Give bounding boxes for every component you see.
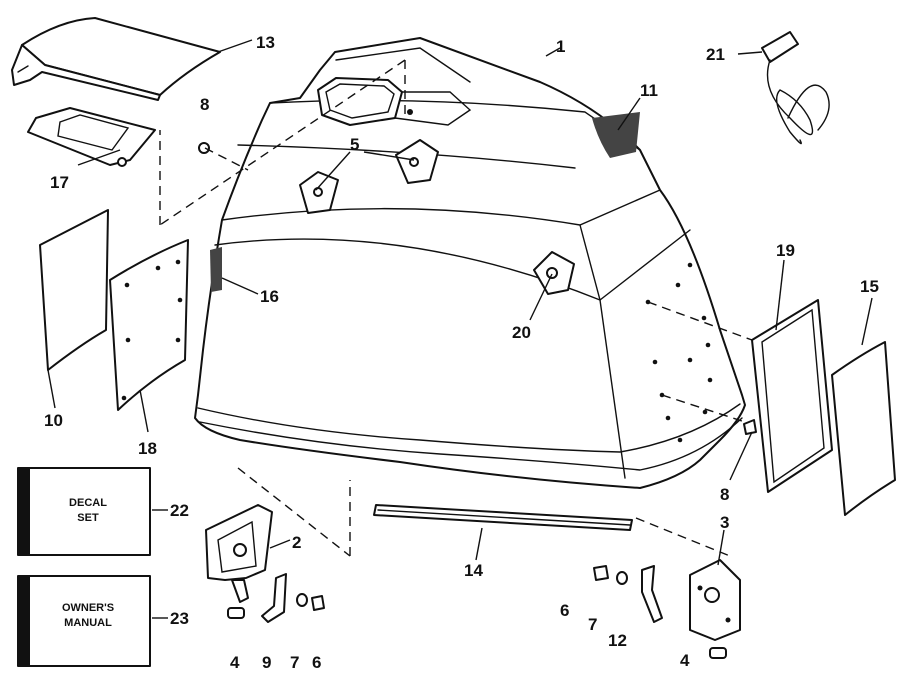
- strap-9: [261, 573, 287, 623]
- intake-cover-13: [11, 17, 221, 101]
- decal-15: [831, 341, 896, 516]
- decal-box-line2: SET: [77, 512, 99, 524]
- alignment-lines: [159, 59, 753, 557]
- callout-22: 22: [170, 501, 189, 520]
- callout-18: 18: [138, 439, 157, 458]
- callout-3: 3: [720, 513, 729, 532]
- callout-7b: 7: [290, 653, 299, 672]
- callout-14: 14: [464, 561, 483, 580]
- clip-grommets: [299, 139, 439, 214]
- bracket-2: [205, 504, 273, 603]
- decal-10: [39, 209, 109, 371]
- manual-box-line1: OWNER'S: [62, 602, 114, 614]
- callout-labels: 1 2 3 4 4 5 6 6 7 7 8 8 9 10 11 12 13 14…: [44, 33, 879, 672]
- callout-6b: 6: [312, 653, 321, 672]
- decal-set-box: [17, 467, 151, 556]
- bracket-3: [689, 559, 741, 641]
- callout-8a: 8: [200, 95, 209, 114]
- grommet-20: [533, 251, 575, 295]
- motor-cover: [194, 37, 746, 489]
- leader-lines: [47, 39, 873, 619]
- callout-16: 16: [260, 287, 279, 306]
- manual-box-line2: MANUAL: [64, 617, 112, 629]
- box-labels: DECAL SET OWNER'S MANUAL: [62, 497, 114, 629]
- callout-23: 23: [170, 609, 189, 628]
- hardware: [198, 142, 757, 659]
- panel-18: [109, 239, 189, 411]
- strap-12: [641, 565, 663, 623]
- callout-21: 21: [706, 45, 725, 64]
- wire-21: [761, 31, 830, 145]
- strip-14: [373, 504, 633, 531]
- frame-19: [751, 299, 833, 493]
- callout-6a: 6: [560, 601, 569, 620]
- callout-4b: 4: [680, 651, 690, 670]
- callout-17: 17: [50, 173, 69, 192]
- callout-19: 19: [776, 241, 795, 260]
- callout-20: 20: [512, 323, 531, 342]
- callout-1: 1: [556, 37, 565, 56]
- callout-7a: 7: [588, 615, 597, 634]
- callout-4a: 4: [230, 653, 240, 672]
- callout-12: 12: [608, 631, 627, 650]
- callout-10: 10: [44, 411, 63, 430]
- callout-2: 2: [292, 533, 301, 552]
- callout-13: 13: [256, 33, 275, 52]
- decal-box-line1: DECAL: [69, 497, 107, 509]
- callout-11: 11: [640, 81, 658, 100]
- owners-manual-box: [17, 575, 151, 667]
- callout-5: 5: [350, 135, 359, 154]
- callout-9: 9: [262, 653, 271, 672]
- callout-15: 15: [860, 277, 879, 296]
- callout-8b: 8: [720, 485, 729, 504]
- gasket-17: [27, 107, 156, 167]
